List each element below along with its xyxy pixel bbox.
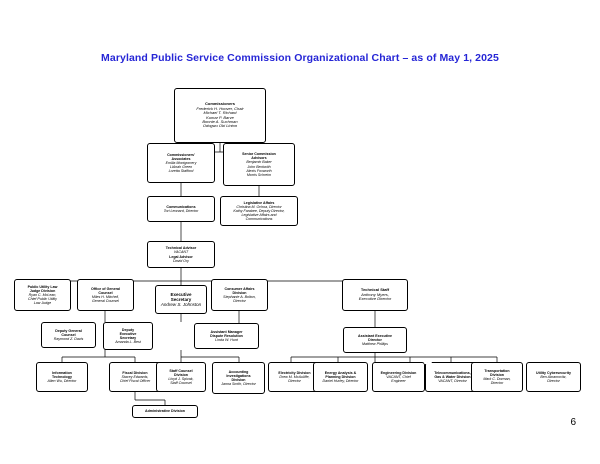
node-subtitle: Allen Wu, Director [47, 379, 77, 383]
node-subtitle: Janna Smith, Director [221, 382, 256, 387]
node-deputy-general-counsel[interactable]: Deputy General Counsel Raymond Z. Davis [41, 322, 96, 348]
node-subtitle: Mark C. Dorman, Director [483, 377, 511, 386]
node-public-utility-law-judge-division[interactable]: Public Utility Law Judge Division Ryan C… [14, 279, 71, 311]
node-information-technology[interactable]: Information Technology Allen Wu, Directo… [36, 362, 88, 392]
node-title: Staff Counsel Division [169, 368, 193, 377]
node-legislative-affairs[interactable]: Legislative Affairs Christina M. Ochoa, … [220, 196, 298, 226]
node-title: Commissioners' Associates [167, 152, 195, 161]
node-consumer-affairs-division[interactable]: Consumer Affairs Division Stephanie A. B… [211, 279, 268, 311]
node-title: Engineering Division [380, 370, 417, 375]
node-title: Consumer Affairs Division [224, 286, 255, 295]
node-staff-counsel-division[interactable]: Staff Counsel Division Lloyd J. Spivak, … [156, 362, 206, 392]
node-executive-secretary[interactable]: Executive Secretary Andrew S. Johnston [155, 285, 207, 314]
node-subtitle: Stacey Edwards, Chief Fiscal Officer [119, 374, 151, 383]
node-subtitle: VACANT, Director [438, 379, 467, 383]
node-title: Fiscal Division [122, 370, 148, 375]
node-title: Public Utility Law Judge Division [27, 284, 58, 293]
node-assistant-manager-dispute-resolution[interactable]: Assistant Manager Dispute Resolution Lin… [194, 323, 259, 349]
node-title: Information Technology [52, 370, 72, 379]
node-administrative-division[interactable]: Administrative Division [132, 405, 198, 418]
node-title: Commissioners [204, 101, 235, 107]
node-technical-legal-advisor[interactable]: Technical Advisor VACANT Legal Advisor D… [147, 241, 215, 268]
node-title: Senior Commission Advisors [242, 152, 276, 161]
node-accounting-investigations-division[interactable]: Accounting Investigations Division Janna… [212, 362, 265, 394]
node-title-secondary: Legal Advisor [169, 254, 193, 259]
node-title: Executive Secretary [170, 291, 192, 302]
node-office-of-general-counsel[interactable]: Office of General Counsel Miles H. Mitch… [77, 279, 134, 311]
node-subtitle: Benjamin Baker John Beckwith Alexis Foxw… [246, 160, 272, 177]
page-title: Maryland Public Service Commission Organ… [101, 52, 499, 64]
node-subtitle-secondary: David Ory [173, 258, 189, 263]
node-subtitle: VACANT [173, 250, 189, 255]
node-transportation-division[interactable]: Transportation Division Mark C. Dorman, … [471, 362, 523, 392]
node-engineering-division[interactable]: Engineering Division VACANT, Chief Engin… [372, 362, 425, 392]
node-utility-cybersecurity[interactable]: Utility Cybersecurity Ben Abramovitz, Di… [526, 362, 581, 392]
node-title: Accounting Investigations Division [226, 369, 251, 382]
node-title: Technical Staff [360, 287, 390, 293]
node-subtitle: Tori Leonard, Director [163, 209, 199, 213]
node-spacer-3 [427, 362, 431, 364]
node-title: Assistant Executive Director [358, 333, 392, 342]
node-fiscal-division[interactable]: Fiscal Division Stacey Edwards, Chief Fi… [109, 362, 161, 392]
node-subtitle: Ryan C. McLean, Chief Public Utility Law… [28, 292, 57, 306]
node-electricity-division[interactable]: Electricity Division Drew M. McAuliffe, … [268, 362, 321, 392]
node-senior-commission-advisors[interactable]: Senior Commission Advisors Benjamin Bake… [223, 143, 295, 186]
node-title: Office of General Counsel [91, 286, 120, 295]
node-subtitle: Emilia Montgomery LiAnah Green Loretta S… [165, 160, 197, 174]
node-communications[interactable]: Communications Tori Leonard, Director [147, 196, 215, 222]
page-number: 6 [570, 417, 576, 428]
node-title: Technical Advisor [165, 246, 197, 251]
node-subtitle: Amanda L. Best [115, 340, 141, 345]
node-subtitle: VACANT, Chief Engineer [386, 374, 411, 383]
node-subtitle: Drew M. McAuliffe, Director [279, 374, 310, 383]
node-title: Utility Cybersecurity [536, 370, 571, 375]
node-title: Assistant Manager Dispute Resolution [210, 329, 243, 338]
node-subtitle: Lloyd J. Spivak, Staff Counsel [168, 377, 194, 386]
node-subtitle: Andrew S. Johnston [160, 302, 202, 308]
node-title: Energy Analysis & Planning Division [324, 370, 357, 379]
node-subtitle: Stephanie A. Bolton, Director [223, 295, 256, 304]
node-energy-analysis-planning-division[interactable]: Energy Analysis & Planning Division Dani… [313, 362, 368, 392]
node-subtitle: Raymond Z. Davis [53, 337, 84, 341]
node-subtitle: Anthony Myers, Executive Director [358, 291, 392, 302]
node-title: Legislative Affairs [243, 200, 275, 205]
node-subtitle: Frederick H. Hoover, Chair Michael T. Ri… [196, 105, 244, 129]
node-subtitle: Ben Abramovitz, Director [540, 374, 567, 383]
node-technical-staff[interactable]: Technical Staff Anthony Myers, Executive… [342, 279, 408, 311]
node-assistant-executive-director[interactable]: Assistant Executive Director Matthew Phi… [343, 327, 407, 353]
node-title: Telecommunications, Gas & Water Division [434, 370, 471, 379]
node-title: Administrative Division [145, 409, 185, 414]
node-spacer [424, 362, 428, 364]
node-subtitle: Christina M. Ochoa, Director Kathy Farab… [233, 204, 285, 222]
node-title: Deputy General Counsel [55, 328, 82, 337]
node-commissioners[interactable]: Commissioners Frederick H. Hoover, Chair… [174, 88, 266, 143]
node-deputy-executive-secretary[interactable]: Deputy Executive Secretary Amanda L. Bes… [103, 322, 153, 350]
node-subtitle: Linda W. Hunt [215, 338, 238, 342]
node-subtitle: Matthew Phillips [362, 342, 388, 346]
node-subtitle: Miles H. Mitchell, General Counsel [91, 295, 120, 304]
node-commissioners-associates[interactable]: Commissioners' Associates Emilia Montgom… [147, 143, 215, 183]
node-title: Deputy Executive Secretary [119, 327, 137, 340]
node-subtitle: Daniel Hurley, Director [322, 379, 359, 383]
node-title: Transportation Division [484, 368, 510, 377]
node-title: Communications [166, 204, 196, 209]
node-title: Electricity Division [278, 370, 311, 375]
